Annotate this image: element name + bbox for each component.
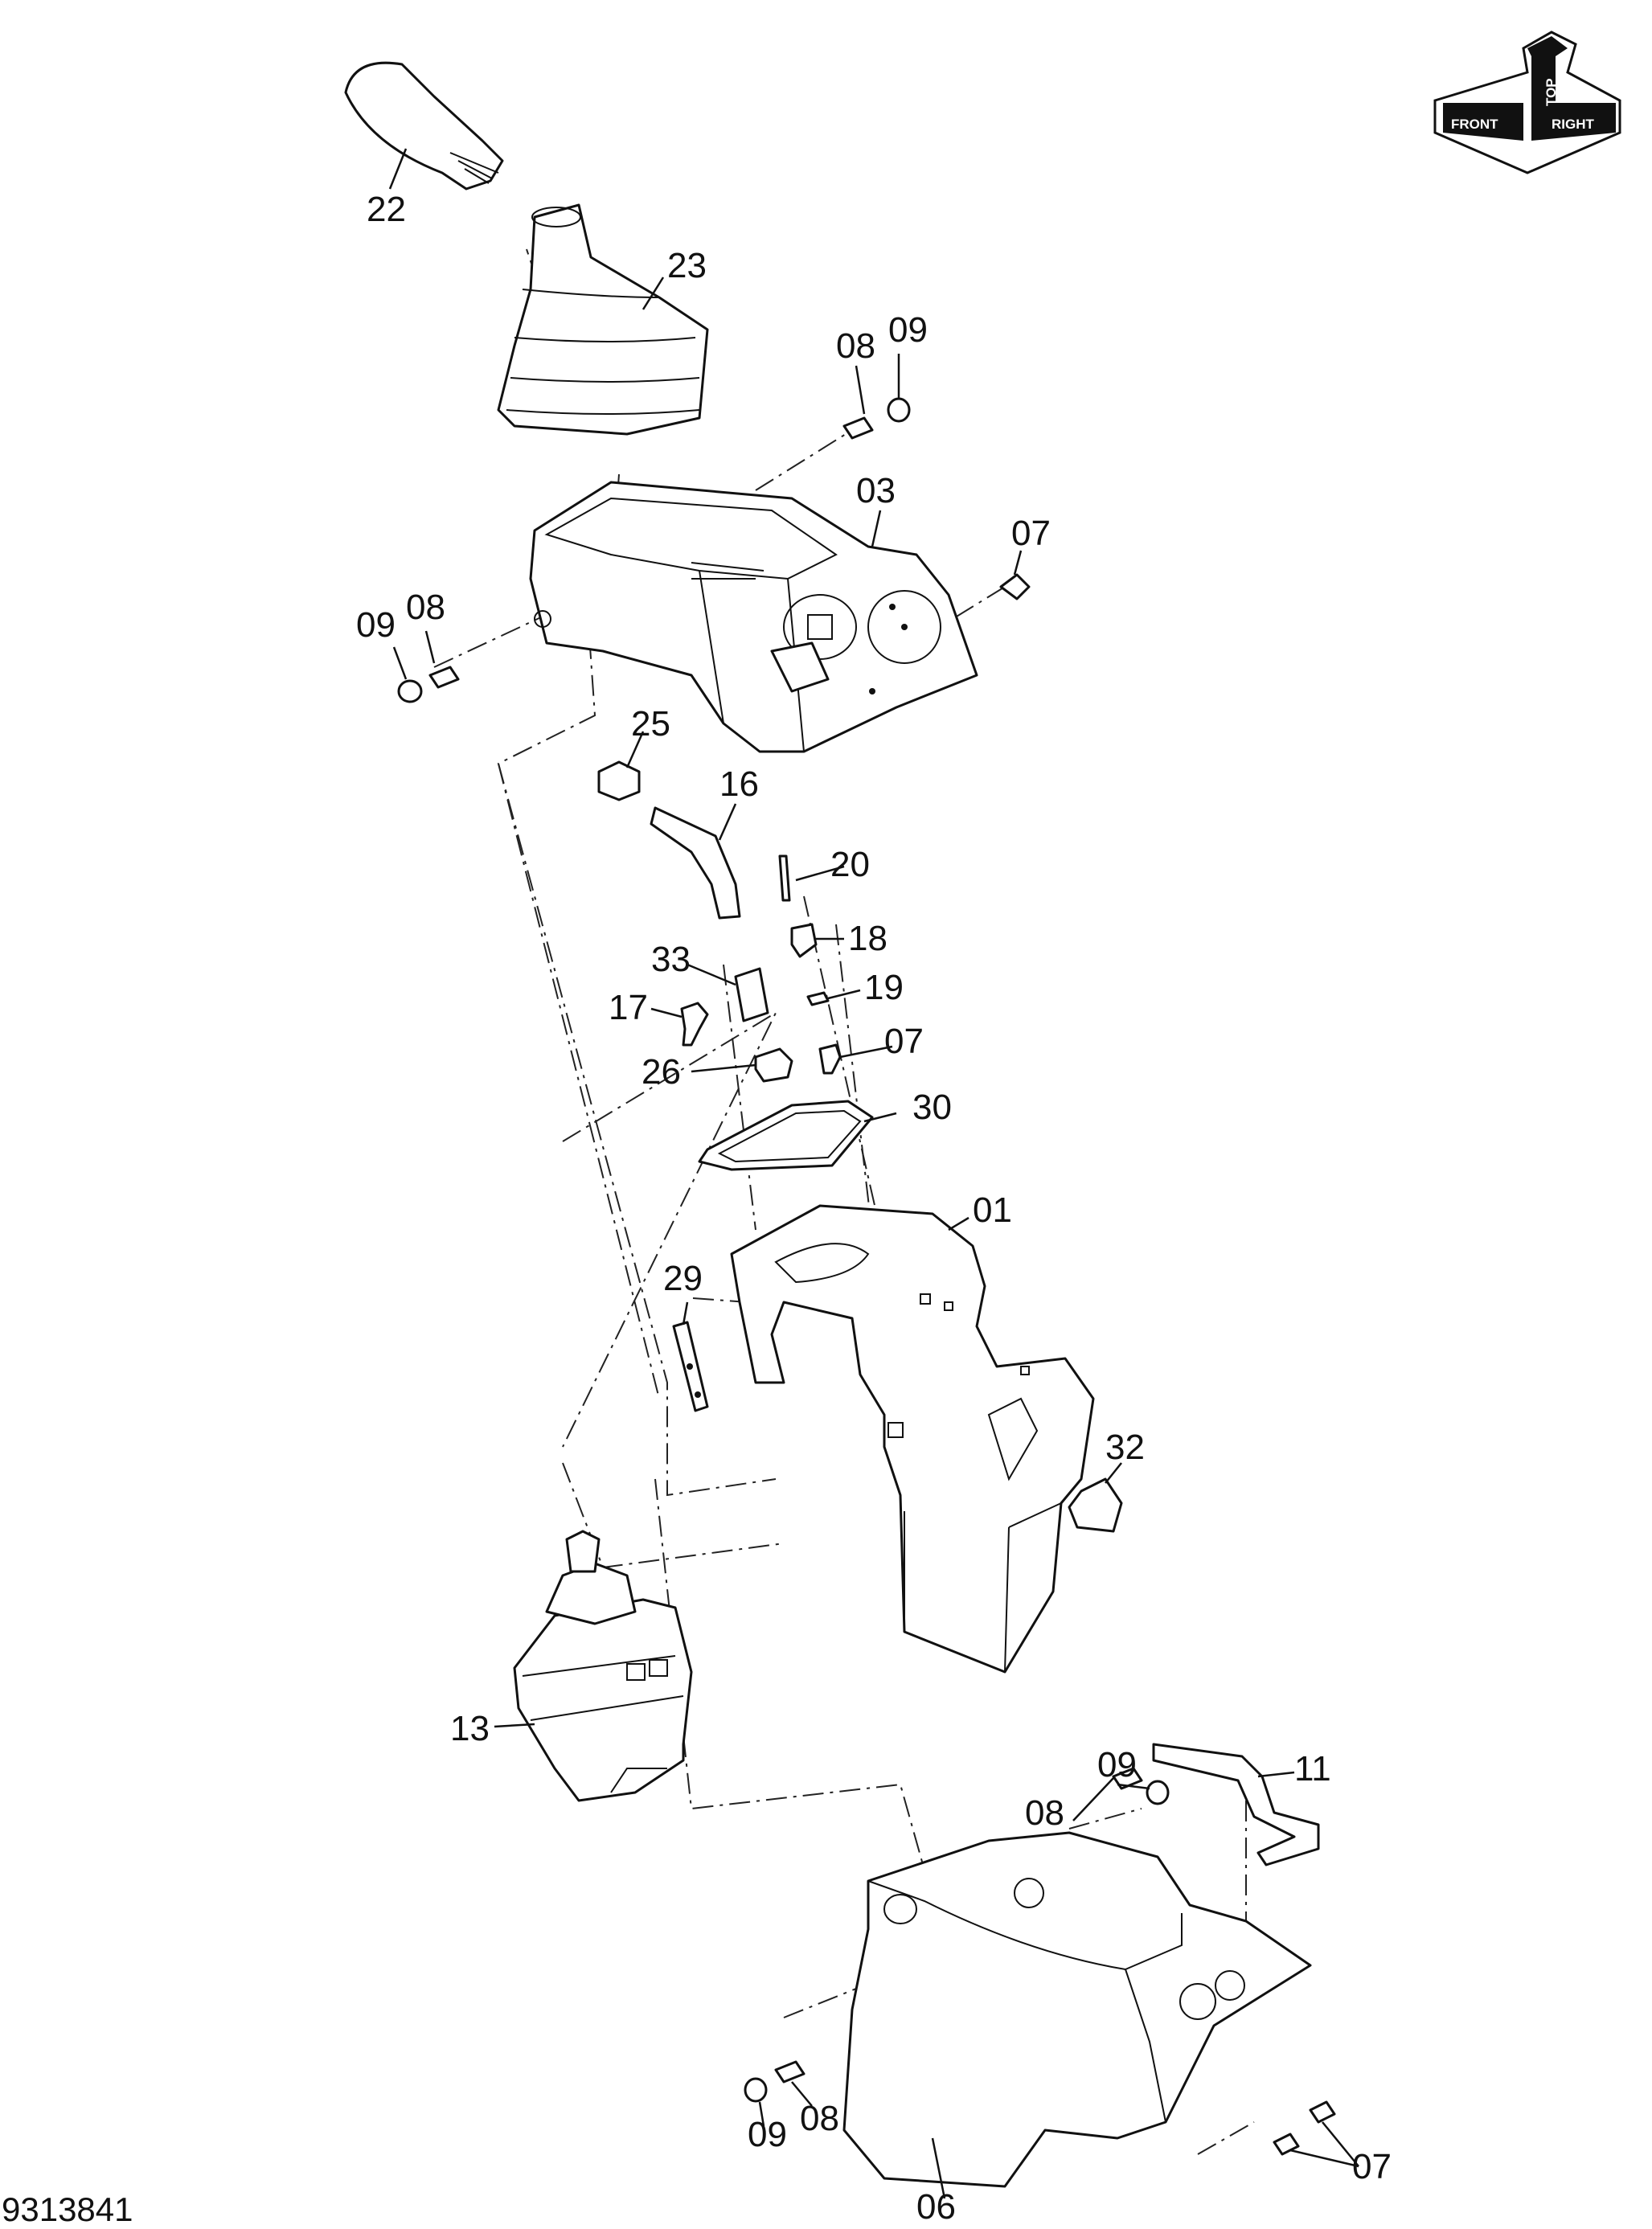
fasteners-top — [397, 397, 1031, 703]
document-number: 9313841 — [2, 2190, 133, 2228]
callout-17: 17 — [609, 988, 648, 1027]
callout-01: 01 — [973, 1190, 1012, 1230]
callout-08: 08 — [406, 588, 445, 627]
callout-08: 08 — [800, 2099, 839, 2138]
callout-07: 07 — [884, 1022, 924, 1061]
callout-23: 23 — [667, 246, 707, 285]
bracket — [730, 1204, 1095, 1674]
fasteners-bottom — [744, 1767, 1336, 2156]
callout-08: 08 — [1025, 1793, 1064, 1833]
callout-09: 09 — [748, 2115, 787, 2154]
callout-19: 19 — [864, 968, 904, 1007]
gasket — [698, 1100, 874, 1171]
small-parts — [597, 760, 842, 1083]
orientation-front-label: FRONT — [1451, 117, 1498, 132]
lower-cover — [842, 1831, 1312, 2188]
callout-22: 22 — [367, 190, 406, 229]
callout-09: 09 — [1097, 1745, 1137, 1784]
lever-grip — [344, 61, 504, 191]
callout-07: 07 — [1352, 2147, 1392, 2186]
callout-26: 26 — [642, 1052, 681, 1092]
callout-18: 18 — [848, 919, 887, 958]
callout-09: 09 — [356, 605, 396, 645]
clip — [1068, 1477, 1123, 1533]
callout-07: 07 — [1011, 514, 1051, 553]
callout-33: 33 — [651, 940, 691, 979]
callout-32: 32 — [1105, 1428, 1145, 1467]
orientation-indicator: FRONT RIGHT TOP — [1433, 31, 1621, 174]
callout-03: 03 — [856, 471, 896, 510]
callout-09: 09 — [888, 310, 928, 350]
leader-lines — [388, 148, 1359, 2199]
top-cover — [529, 481, 978, 753]
callout-20: 20 — [830, 845, 870, 884]
callout-labels: 22 23 08 09 03 07 09 08 25 16 20 18 33 1… — [356, 190, 1392, 2227]
plate — [672, 1321, 709, 1412]
callout-29: 29 — [663, 1259, 703, 1298]
pilot-valve — [513, 1530, 693, 1802]
callout-11: 11 — [1294, 1749, 1331, 1789]
callout-06: 06 — [916, 2187, 956, 2227]
orientation-right-label: RIGHT — [1552, 117, 1595, 132]
callout-30: 30 — [912, 1088, 952, 1127]
callout-08: 08 — [836, 326, 875, 366]
callout-25: 25 — [631, 704, 670, 744]
callout-16: 16 — [719, 764, 759, 804]
callout-13: 13 — [450, 1709, 490, 1748]
rubber-boot — [497, 203, 709, 436]
orientation-top-label: TOP — [1543, 78, 1559, 106]
